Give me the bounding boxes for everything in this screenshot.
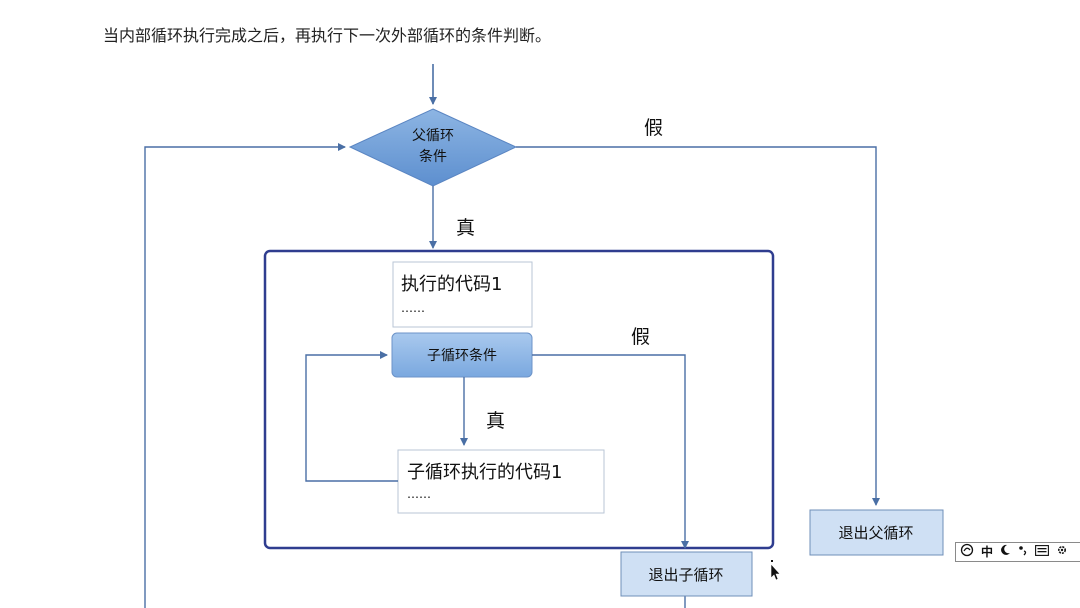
inner-loop-back-connector xyxy=(305,351,398,482)
caption-text: 当内部循环执行完成之后，再执行下一次外部循环的条件判断。 xyxy=(103,26,551,45)
outer-false-connector xyxy=(516,146,880,506)
settings-icon[interactable] xyxy=(1056,543,1068,561)
inner-false-label: 假 xyxy=(631,326,650,348)
ime-logo-icon[interactable] xyxy=(960,543,974,561)
keyboard-icon[interactable] xyxy=(1035,543,1049,561)
ime-toolbar[interactable]: 中 xyxy=(955,542,1080,562)
moon-icon[interactable] xyxy=(1000,543,1011,561)
inner-code-block xyxy=(397,449,605,514)
exit-inner-label: 退出子循环 xyxy=(648,566,723,584)
code-block-1 xyxy=(392,261,533,328)
outer-loop-body-frame xyxy=(263,249,775,550)
cursor-dot xyxy=(771,560,773,562)
outer-condition-diamond xyxy=(348,108,518,187)
outer-condition-label-2: 条件 xyxy=(419,148,447,165)
inner-true-label: 真 xyxy=(486,410,505,432)
ime-mode-label[interactable]: 中 xyxy=(981,545,994,559)
outer-condition-label-1: 父循环 xyxy=(412,128,454,144)
exit-outer-label: 退出父循环 xyxy=(838,524,913,542)
exit-inner-box xyxy=(620,551,753,597)
inner-code-block-text: 子循环执行的代码1 xyxy=(407,462,562,483)
mouse-cursor-icon xyxy=(770,563,781,581)
outer-loop-back-connector xyxy=(144,143,346,608)
code-block-1-text: 执行的代码1 xyxy=(401,274,502,295)
inner-code-block-ellipsis: …… xyxy=(407,487,431,501)
outer-true-label: 真 xyxy=(456,217,475,239)
exit-outer-box xyxy=(809,509,944,556)
outer-false-label: 假 xyxy=(644,117,663,139)
code-block-1-ellipsis: …… xyxy=(401,301,425,315)
punctuation-icon[interactable] xyxy=(1018,543,1028,561)
inner-condition-label: 子循环条件 xyxy=(427,347,497,364)
inner-false-connector xyxy=(532,354,689,549)
